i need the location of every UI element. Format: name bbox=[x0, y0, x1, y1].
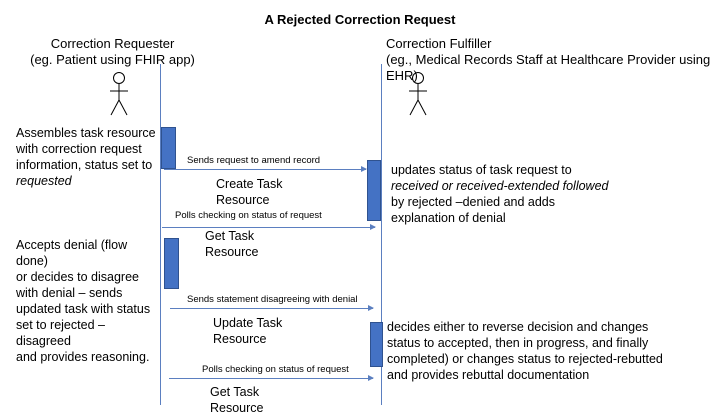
fulfiller-note-2: decides either to reverse decision and c… bbox=[387, 319, 717, 383]
requester-note-2-line: Accepts denial (flow done) bbox=[16, 238, 128, 268]
operation-label-line: Get Task bbox=[210, 385, 260, 399]
fulfiller-note-2-line: decides either to reverse decision and c… bbox=[387, 320, 649, 334]
requester-note-1: Assembles task resource with correction … bbox=[16, 125, 161, 189]
message-arrow bbox=[162, 224, 376, 230]
fulfiller-activation-2 bbox=[370, 322, 383, 367]
fulfiller-lifeline bbox=[381, 64, 383, 405]
operation-label: Update Task Resource bbox=[213, 315, 282, 347]
fulfiller-label: Correction Fulfiller (eg., Medical Recor… bbox=[386, 36, 716, 84]
requester-activation-2 bbox=[164, 238, 179, 289]
fulfiller-note-2-line: status to accepted, then in progress, an… bbox=[387, 336, 649, 350]
requester-label: Correction Requester (eg. Patient using … bbox=[10, 36, 215, 68]
requester-actor-icon bbox=[110, 72, 128, 116]
requester-note-1-line: requested bbox=[16, 174, 72, 188]
message-label: Sends statement disagreeing with denial bbox=[187, 294, 358, 305]
operation-label-line: Resource bbox=[210, 401, 264, 415]
fulfiller-name: Correction Fulfiller bbox=[386, 36, 492, 51]
operation-label-line: Update Task bbox=[213, 316, 283, 330]
message-arrow bbox=[170, 305, 374, 311]
message-label: Polls checking on status of request bbox=[175, 210, 322, 221]
requester-note-2-line: or decides to disagree bbox=[16, 270, 139, 284]
requester-note-2-line: and provides reasoning. bbox=[16, 350, 150, 364]
fulfiller-note-1-line: explanation of denial bbox=[391, 211, 506, 225]
requester-note-1-line: with correction request bbox=[16, 142, 142, 156]
operation-label: Get Task Resource bbox=[210, 384, 264, 416]
message-arrow bbox=[169, 375, 374, 381]
diagram-title: A Rejected Correction Request bbox=[264, 12, 456, 27]
operation-label-line: Resource bbox=[205, 245, 259, 259]
requester-name: Correction Requester bbox=[50, 36, 175, 51]
requester-note-2-line: with denial – sends bbox=[16, 286, 123, 300]
fulfiller-note-2-line: completed) or changes status to rejected… bbox=[387, 352, 663, 366]
requester-desc: (eg. Patient using FHIR app) bbox=[30, 52, 195, 67]
requester-note-1-line: Assembles task resource bbox=[16, 126, 156, 140]
requester-note-1-line: information, status set to bbox=[16, 158, 153, 172]
operation-label: Create Task Resource bbox=[216, 176, 282, 208]
operation-label-line: Create Task bbox=[216, 177, 283, 191]
operation-label: Get Task Resource bbox=[205, 228, 259, 260]
requester-note-2-line: updated task with status bbox=[16, 302, 151, 316]
message-label: Sends request to amend record bbox=[187, 155, 321, 166]
requester-lifeline bbox=[160, 64, 162, 405]
fulfiller-activation-1 bbox=[367, 160, 381, 221]
message-arrow bbox=[164, 166, 367, 172]
fulfiller-note-1-line: updates status of task request to bbox=[391, 163, 572, 177]
operation-label-line: Resource bbox=[216, 193, 270, 207]
fulfiller-note-1: updates status of task request to receiv… bbox=[391, 162, 711, 226]
operation-label-line: Resource bbox=[213, 332, 267, 346]
requester-activation-1 bbox=[161, 127, 176, 169]
message-label: Polls checking on status of request bbox=[202, 364, 349, 375]
fulfiller-note-2-line: and provides rebuttal documentation bbox=[387, 368, 590, 382]
fulfiller-desc: (eg., Medical Records Staff at Healthcar… bbox=[386, 52, 711, 83]
requester-note-2-line: set to rejected – disagreed bbox=[16, 318, 105, 348]
fulfiller-note-1-line: by rejected –denied and adds bbox=[391, 195, 556, 209]
requester-note-2: Accepts denial (flow done) or decides to… bbox=[16, 237, 161, 365]
fulfiller-note-1-line: received or received-extended followed bbox=[391, 179, 609, 193]
operation-label-line: Get Task bbox=[205, 229, 255, 243]
fulfiller-actor-icon bbox=[409, 72, 427, 116]
